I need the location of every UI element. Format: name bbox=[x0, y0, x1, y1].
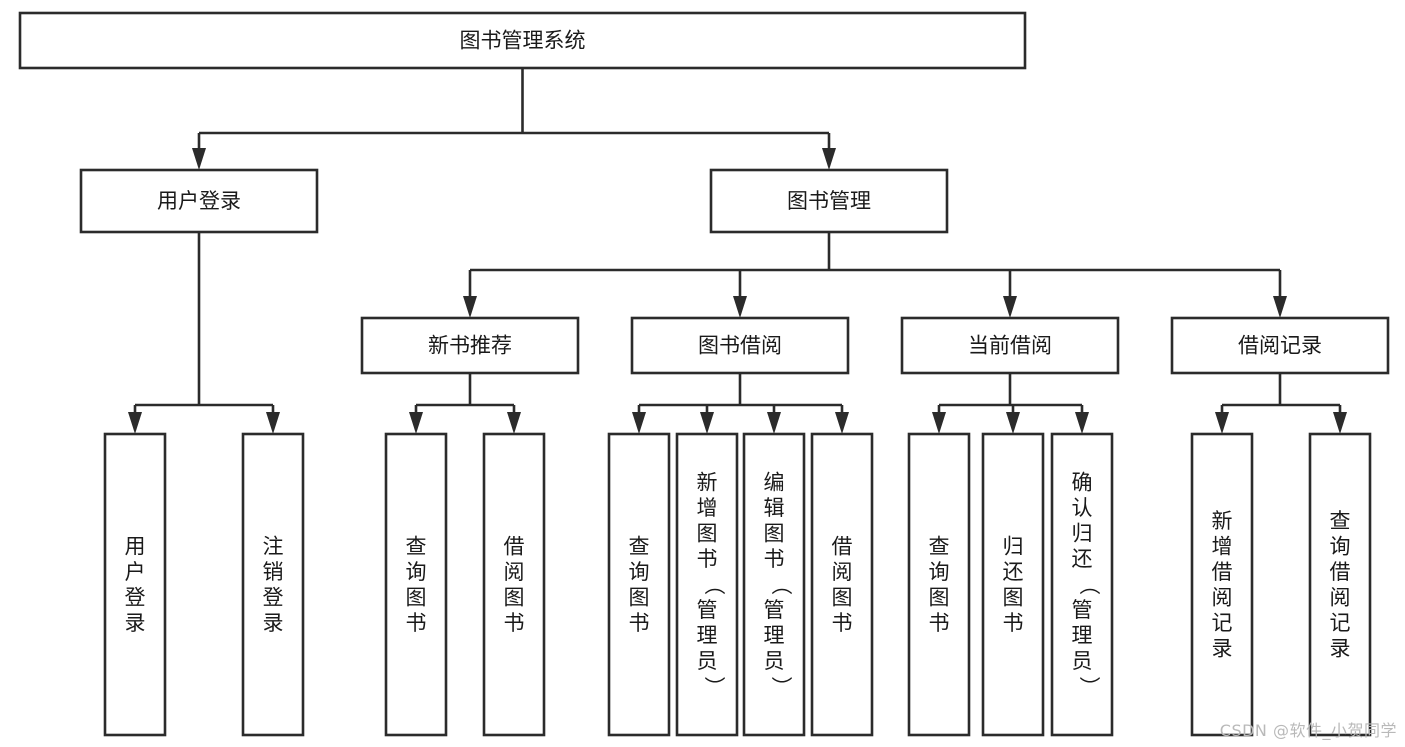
node-label: 查询图书 bbox=[629, 534, 650, 635]
edge-arrowhead bbox=[932, 412, 946, 434]
node-leaf-edit-book[interactable]: 编辑图书 管理员 （ ） bbox=[742, 432, 806, 737]
node-box bbox=[360, 316, 580, 375]
edge-group-root bbox=[192, 68, 836, 170]
node-label: 注销登录 bbox=[263, 534, 284, 635]
edge-arrowhead bbox=[409, 412, 423, 434]
node-leaf-query-record[interactable]: 查询借阅记录 bbox=[1308, 432, 1372, 737]
edge-arrowhead bbox=[266, 412, 280, 434]
node-leaf-borrow-book-rec[interactable]: 借阅图书 bbox=[482, 432, 546, 737]
node-label: 查询借阅记录 bbox=[1330, 509, 1351, 661]
edge-arrowhead bbox=[1215, 412, 1229, 434]
node-label: 借阅记录 bbox=[1238, 334, 1322, 358]
node-leaf-user-login[interactable]: 用户登录 bbox=[103, 432, 167, 737]
node-leaf-confirm-return[interactable]: 确认归还 管理员 （ ） bbox=[1050, 432, 1114, 737]
node-label: 用户登录 bbox=[157, 189, 241, 213]
node-box bbox=[630, 316, 850, 375]
node-label-bracket: ） bbox=[769, 676, 793, 697]
node-label: 确认归还 管理员 bbox=[1072, 471, 1093, 674]
node-label: 新增借阅记录 bbox=[1212, 509, 1233, 661]
edge-group-book-manage bbox=[463, 232, 1287, 318]
node-box bbox=[607, 432, 671, 737]
node-leaf-add-record[interactable]: 新增借阅记录 bbox=[1190, 432, 1254, 737]
node-box bbox=[241, 432, 305, 737]
node-box bbox=[103, 432, 167, 737]
node-new-book-rec[interactable]: 新书推荐 bbox=[360, 316, 580, 375]
node-leaf-user-logout[interactable]: 注销登录 bbox=[241, 432, 305, 737]
node-label-bracket: （ bbox=[1077, 574, 1101, 595]
edge-arrowhead bbox=[835, 412, 849, 434]
node-layer: 图书管理系统用户登录图书管理新书推荐图书借阅当前借阅借阅记录用户登录注销登录查询… bbox=[18, 11, 1390, 737]
edge-group-book-borrow bbox=[632, 373, 849, 434]
node-label: 归还图书 bbox=[1003, 534, 1024, 635]
node-borrow-record[interactable]: 借阅记录 bbox=[1170, 316, 1390, 375]
node-box bbox=[900, 316, 1120, 375]
node-box bbox=[709, 168, 949, 234]
edge-arrowhead bbox=[733, 296, 747, 318]
node-book-borrow[interactable]: 图书借阅 bbox=[630, 316, 850, 375]
edge-arrowhead bbox=[822, 148, 836, 170]
node-label: 当前借阅 bbox=[968, 334, 1052, 358]
node-leaf-query-book-rec[interactable]: 查询图书 bbox=[384, 432, 448, 737]
edge-arrowhead bbox=[1006, 412, 1020, 434]
node-box bbox=[981, 432, 1045, 737]
edge-arrowhead bbox=[767, 412, 781, 434]
node-current-borrow[interactable]: 当前借阅 bbox=[900, 316, 1120, 375]
edge-group-current-borrow bbox=[932, 373, 1089, 434]
edge-arrowhead bbox=[463, 296, 477, 318]
edge-group-new-book-rec bbox=[409, 373, 521, 434]
node-label-bracket: （ bbox=[702, 574, 726, 595]
node-label-bracket: （ bbox=[769, 574, 793, 595]
node-box bbox=[18, 11, 1027, 70]
edge-layer bbox=[128, 68, 1347, 434]
node-book-manage[interactable]: 图书管理 bbox=[709, 168, 949, 234]
node-label: 用户登录 bbox=[125, 534, 146, 635]
edge-arrowhead bbox=[1333, 412, 1347, 434]
node-box bbox=[907, 432, 971, 737]
node-box bbox=[1190, 432, 1254, 737]
node-label: 查询图书 bbox=[406, 534, 427, 635]
node-box bbox=[482, 432, 546, 737]
edge-group-borrow-record bbox=[1215, 373, 1347, 434]
node-box bbox=[742, 432, 806, 737]
node-label: 新书推荐 bbox=[428, 334, 512, 358]
node-box bbox=[384, 432, 448, 737]
node-label: 图书管理 bbox=[787, 189, 871, 213]
edge-arrowhead bbox=[128, 412, 142, 434]
edge-arrowhead bbox=[1273, 296, 1287, 318]
node-leaf-add-book[interactable]: 新增图书 管理员 （ ） bbox=[675, 432, 739, 737]
node-box bbox=[1170, 316, 1390, 375]
node-box bbox=[675, 432, 739, 737]
node-leaf-query-book-cur[interactable]: 查询图书 bbox=[907, 432, 971, 737]
node-root-system[interactable]: 图书管理系统 bbox=[18, 11, 1027, 70]
node-label: 图书管理系统 bbox=[460, 29, 586, 53]
node-label: 查询图书 bbox=[929, 534, 950, 635]
node-label: 借阅图书 bbox=[832, 534, 853, 635]
node-leaf-borrow-book[interactable]: 借阅图书 bbox=[810, 432, 874, 737]
node-user-login[interactable]: 用户登录 bbox=[79, 168, 319, 234]
node-label-bracket: ） bbox=[702, 676, 726, 697]
edge-arrowhead bbox=[700, 412, 714, 434]
edge-group-user-login bbox=[128, 232, 280, 434]
node-leaf-return-book[interactable]: 归还图书 bbox=[981, 432, 1045, 737]
edge-arrowhead bbox=[1075, 412, 1089, 434]
node-box bbox=[1308, 432, 1372, 737]
node-box bbox=[79, 168, 319, 234]
node-label: 编辑图书 管理员 bbox=[764, 471, 785, 674]
edge-arrowhead bbox=[192, 148, 206, 170]
edge-arrowhead bbox=[632, 412, 646, 434]
node-box bbox=[810, 432, 874, 737]
edge-arrowhead bbox=[507, 412, 521, 434]
node-label: 借阅图书 bbox=[504, 534, 525, 635]
node-leaf-query-book-borrow[interactable]: 查询图书 bbox=[607, 432, 671, 737]
watermark-text: CSDN @软件_小贺同学 bbox=[1219, 721, 1397, 740]
edge-arrowhead bbox=[1003, 296, 1017, 318]
node-label-bracket: ） bbox=[1077, 676, 1101, 697]
node-label: 图书借阅 bbox=[698, 334, 782, 358]
node-box bbox=[1050, 432, 1114, 737]
node-label: 新增图书 管理员 bbox=[697, 471, 718, 674]
